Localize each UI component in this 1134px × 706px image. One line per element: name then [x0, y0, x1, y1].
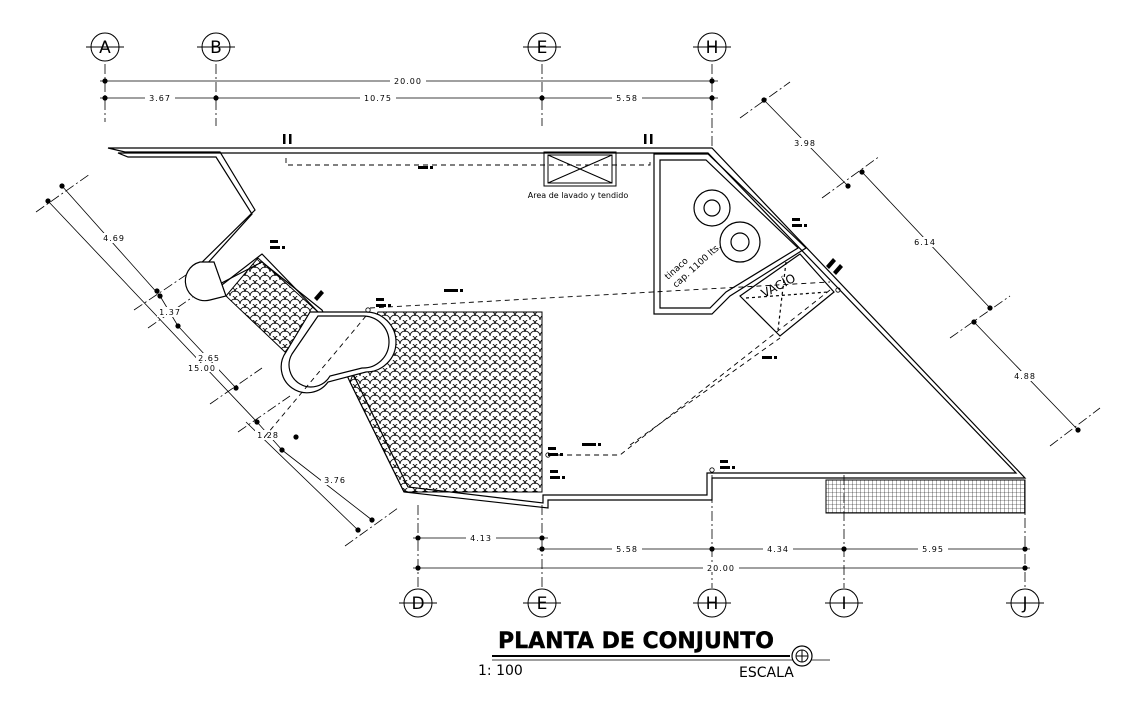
axis-label-d: D	[411, 594, 424, 614]
title-block[interactable]: PLANTA DE CONJUNTO 1: 100 ESCALA	[478, 629, 830, 681]
drawing-title: PLANTA DE CONJUNTO	[498, 629, 774, 654]
dim-top-total: 20.00	[394, 77, 422, 86]
axis-label-e-bottom: E	[537, 594, 548, 614]
dim-bottom-total: 20.00	[707, 564, 735, 573]
drainage-dots	[365, 287, 841, 473]
dim-left-total: 15.00	[188, 364, 216, 373]
building-outline	[107, 147, 1027, 509]
laundry-area	[543, 151, 617, 187]
scale-word: ESCALA	[739, 665, 794, 681]
dim-bottom-e-h: 5.58	[616, 545, 638, 554]
dim-left-5: 3.76	[324, 476, 346, 485]
axis-label-h-bottom: H	[706, 594, 719, 614]
dim-top-a: 3.67	[149, 94, 171, 103]
axis-label-i: I	[841, 594, 846, 614]
dim-left-3: 2.65	[198, 354, 220, 363]
tank-2	[719, 221, 761, 263]
dim-bottom-i-j: 5.95	[922, 545, 944, 554]
dim-right-1: 3.98	[794, 139, 816, 148]
tile-area-left	[225, 257, 319, 353]
dim-bottom-d-e: 4.13	[470, 534, 492, 543]
axis-bubbles-top	[86, 32, 731, 62]
symbol-markers	[270, 134, 843, 479]
grid-area-bottom-right	[825, 479, 1026, 514]
void-area	[739, 253, 835, 337]
dim-bottom-h-i: 4.34	[767, 545, 789, 554]
axis-bubbles-bottom	[399, 588, 1044, 618]
drainage-lines	[261, 158, 831, 456]
dim-left-4: 1.28	[257, 431, 279, 440]
axis-label-j: J	[1021, 594, 1027, 614]
dim-right-2: 6.14	[914, 238, 936, 247]
tank-room	[653, 153, 807, 315]
dim-left-1: 4.69	[103, 234, 125, 243]
scale-ratio: 1: 100	[478, 663, 523, 679]
round-bays	[184, 261, 397, 394]
axis-label-h-top: H	[706, 38, 719, 58]
dim-right-3: 4.88	[1014, 372, 1036, 381]
axis-label-a: A	[99, 38, 111, 58]
axis-label-e-top: E	[537, 38, 548, 58]
dim-top-c: 5.58	[616, 94, 638, 103]
dim-top-b: 10.75	[364, 94, 392, 103]
axis-label-b: B	[210, 38, 222, 58]
tiled-areas	[225, 257, 1026, 514]
dim-left-2: 1.37	[159, 308, 181, 317]
tank-1	[693, 189, 731, 227]
left-dimensions	[45, 183, 375, 533]
laundry-label: Area de lavado y tendido	[528, 191, 629, 200]
